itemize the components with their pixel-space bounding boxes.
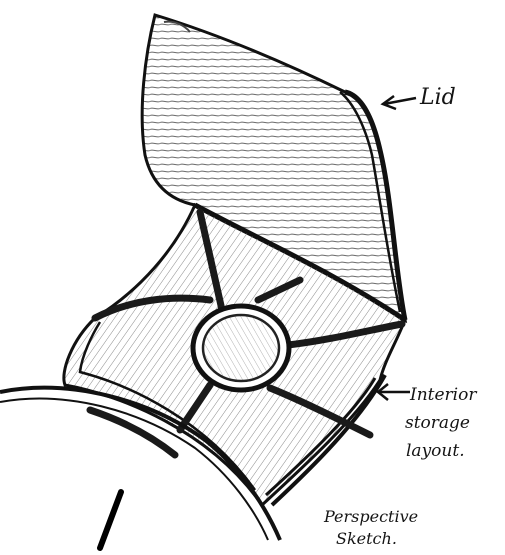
label-perspective-line1: Perspective	[323, 507, 418, 526]
label-perspective-line2: Sketch.	[336, 529, 397, 548]
label-interior-line1: Interior	[409, 385, 477, 405]
central-hub	[193, 306, 289, 390]
label-lid: Lid	[419, 85, 456, 110]
label-interior-line2: storage	[405, 413, 470, 433]
annotation-lid: Lid	[383, 85, 456, 110]
annotation-interior: Interior storage layout.	[378, 384, 477, 461]
label-interior-line3: layout.	[406, 441, 465, 461]
annotation-perspective: Perspective Sketch.	[323, 507, 418, 548]
pen-stroke	[100, 492, 121, 548]
